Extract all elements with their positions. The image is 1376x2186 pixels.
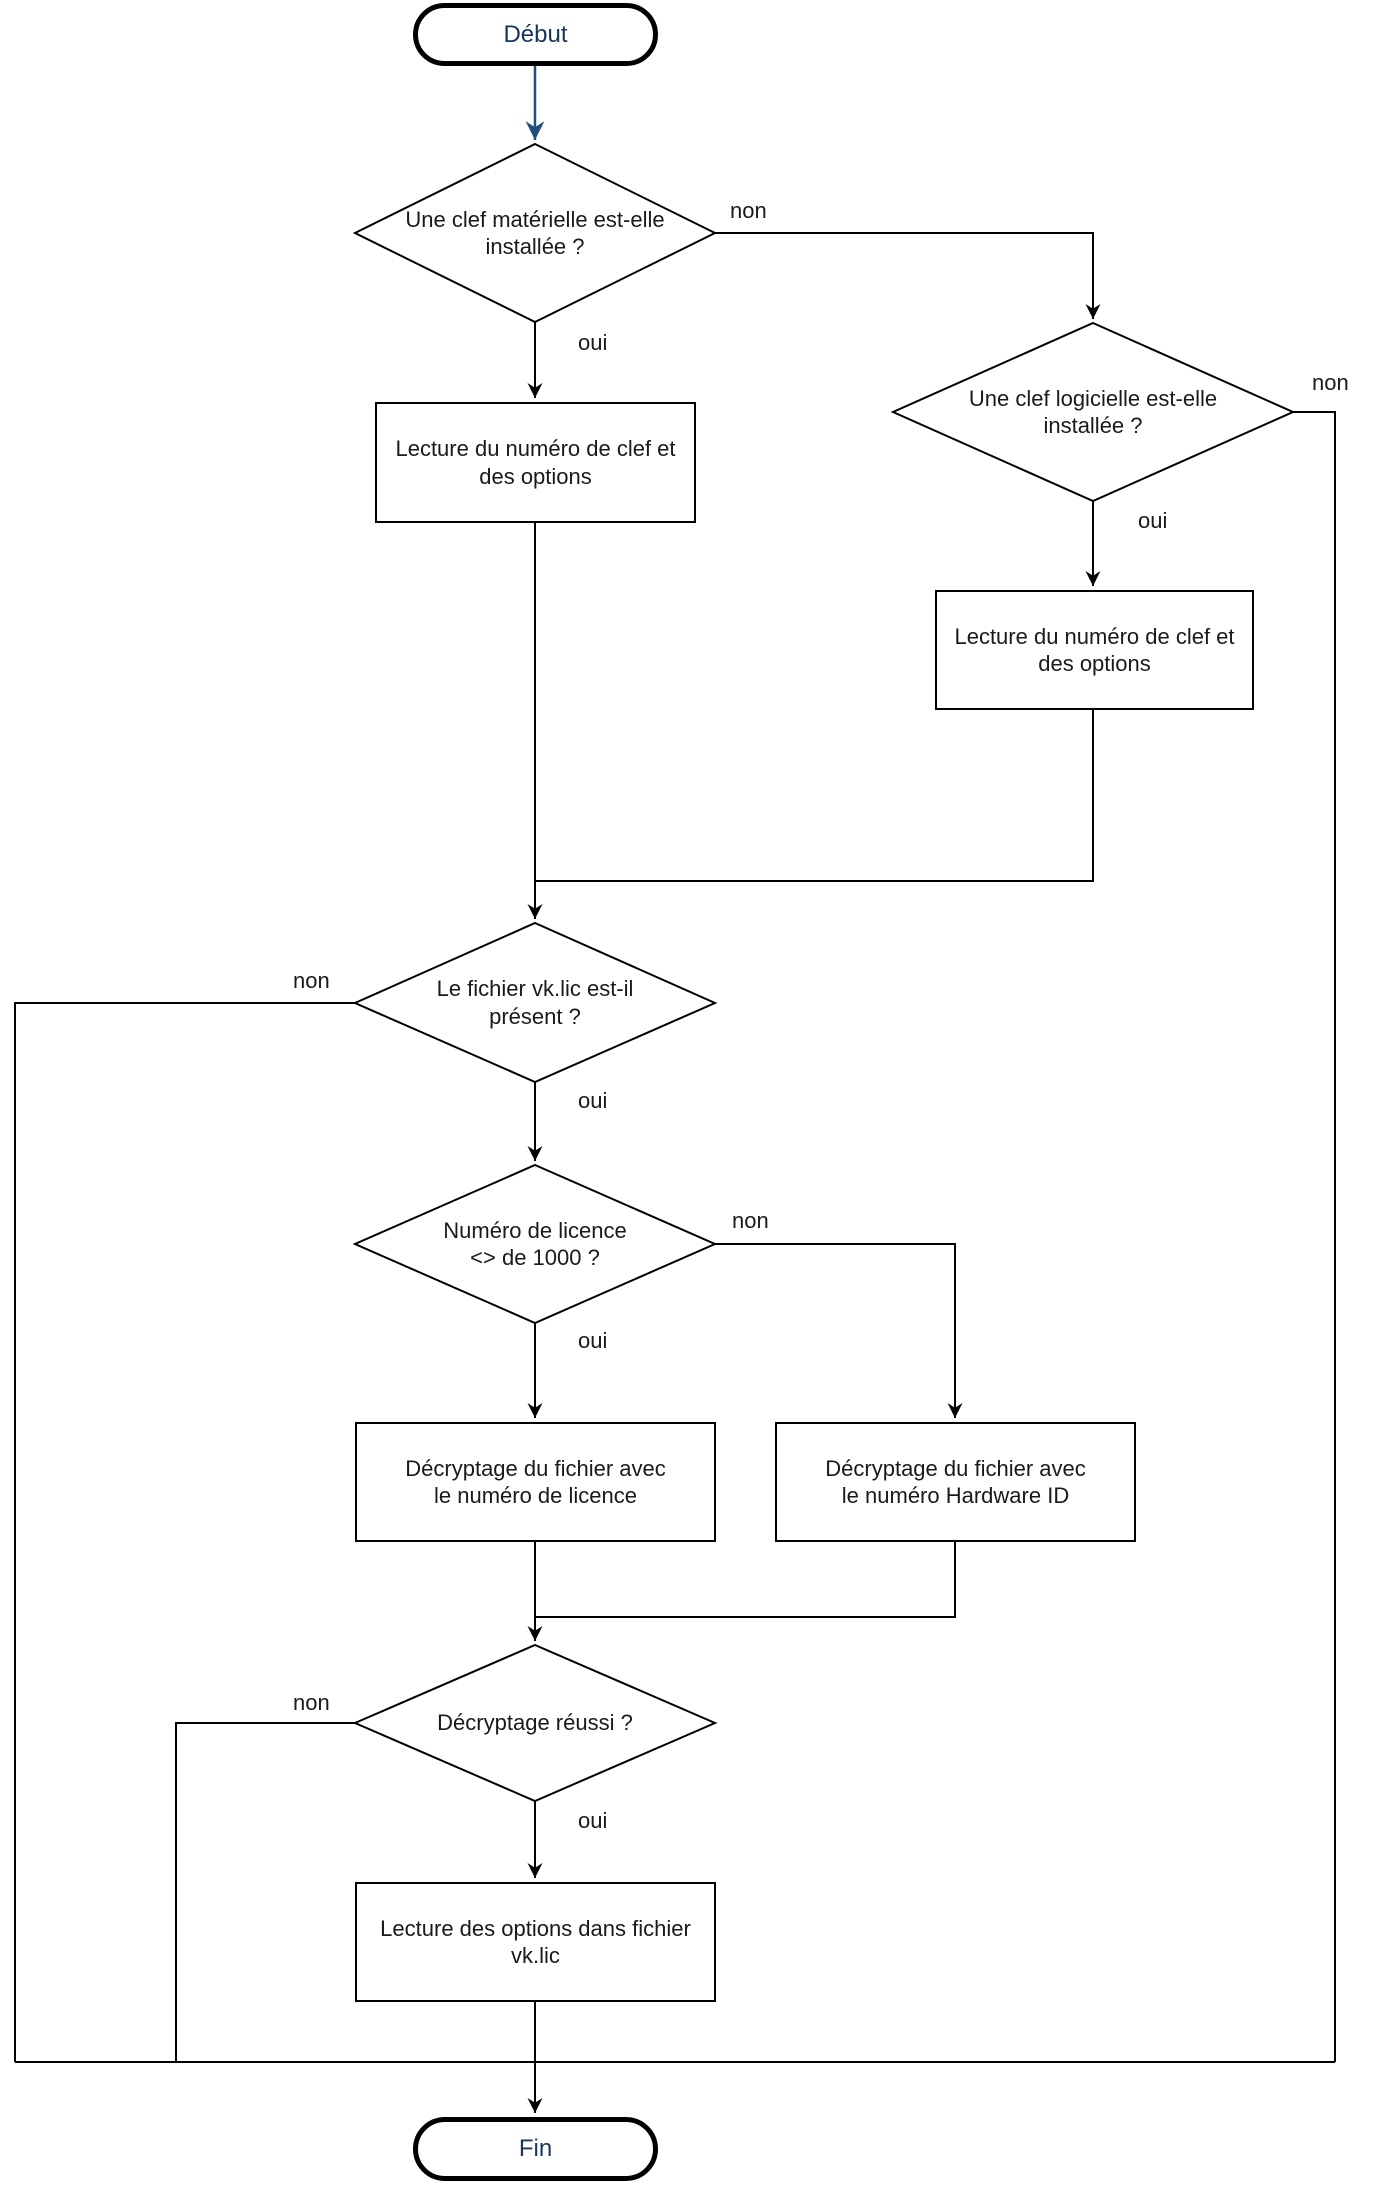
edge-sw-non-rail-right: [1293, 411, 1336, 2062]
decision-decrypt-success: [352, 1643, 718, 1803]
process-decrypt-license: Décryptage du fichier avec le numéro de …: [355, 1422, 716, 1542]
process-read-options: Lecture des options dans fichier vk.lic: [355, 1882, 716, 2002]
terminal-end: Fin: [413, 2117, 658, 2181]
decision-vklic-present: [352, 921, 718, 1084]
decision-sw-key: [890, 321, 1296, 503]
edge-read-key-sw-join: [536, 710, 1094, 882]
edge-hw-non-to-sw-check: [715, 232, 1101, 319]
terminal-start-label: Début: [503, 20, 568, 48]
edge-decrypt-hwid-join: [536, 1542, 956, 1618]
edge-vklic-non-rail-left: [14, 1002, 355, 2062]
process-decrypt-hwid: Décryptage du fichier avec le numéro Har…: [775, 1422, 1136, 1542]
process-read-key-hw: Lecture du numéro de clef et des options: [375, 402, 696, 523]
terminal-start: Début: [413, 3, 658, 66]
decision-hw-key: [352, 142, 718, 324]
terminal-end-label: Fin: [518, 2135, 553, 2162]
decision-license-number: [352, 1163, 718, 1325]
process-read-key-sw: Lecture du numéro de clef et des options: [935, 590, 1254, 710]
edge-lic-non-to-decrypt-hwid: [715, 1243, 963, 1418]
edge-decrypt-non-rail: [175, 1722, 355, 2062]
